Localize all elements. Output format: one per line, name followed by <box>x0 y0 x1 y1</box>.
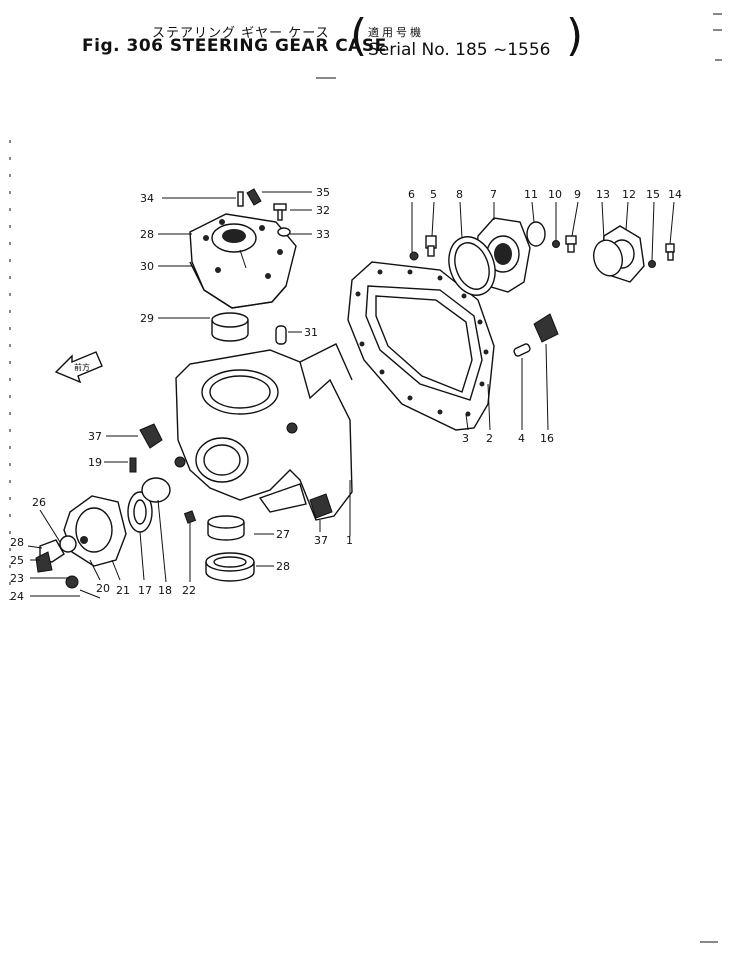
washer-26 <box>59 535 77 553</box>
callout-labels: 34 35 32 33 28 30 29 31 37 19 27 28 37 1… <box>10 186 682 603</box>
steering-gear-case-body <box>174 343 353 521</box>
callout-16: 16 <box>540 432 554 445</box>
callout-36: 35 <box>316 186 330 199</box>
callout-29: 28 <box>140 228 154 241</box>
callout-7: 7 <box>490 188 497 201</box>
nut-25-28 <box>35 539 65 573</box>
washer-15 <box>648 260 656 268</box>
direction-label: 前方 <box>74 362 90 372</box>
callout-24: 24 <box>10 590 24 603</box>
gasket-18 <box>141 477 171 503</box>
washer-6 <box>409 251 419 261</box>
callout-35: 34 <box>140 192 154 205</box>
callout-3: 3 <box>462 432 469 445</box>
bolt-33 <box>273 203 287 221</box>
bushing-28 <box>205 552 255 582</box>
callout-19: 19 <box>88 456 102 469</box>
callout-33: 32 <box>316 204 330 217</box>
callout-13: 13 <box>596 188 610 201</box>
washer-20 <box>65 575 79 589</box>
bolt-22 <box>183 510 197 524</box>
callout-37-left: 37 <box>88 430 102 443</box>
callout-11: 11 <box>524 188 538 201</box>
washer-10 <box>552 240 560 248</box>
gasket-8 <box>448 236 496 296</box>
serial-paren-open: ( <box>350 10 368 61</box>
callout-37-right: 37 <box>314 534 328 547</box>
serial-japanese: 適用号機 <box>368 26 424 39</box>
callout-1: 1 <box>346 534 353 547</box>
callout-31: 30 <box>140 260 154 273</box>
leader-lines <box>27 191 675 597</box>
callout-5: 5 <box>430 188 437 201</box>
callout-18: 18 <box>158 584 172 597</box>
callout-26: 26 <box>32 496 46 509</box>
callout-4: 4 <box>518 432 525 445</box>
bolt-14 <box>665 243 675 261</box>
callout-6: 6 <box>408 188 415 201</box>
plug-19 <box>129 457 137 473</box>
callout-10: 10 <box>548 188 562 201</box>
callout-27: 27 <box>276 528 290 541</box>
callout-23: 23 <box>10 572 24 585</box>
callout-22: 22 <box>182 584 196 597</box>
pin-35 <box>237 191 244 207</box>
pin-4 <box>513 343 531 357</box>
serial-paren-close: ) <box>566 10 584 61</box>
bolt-9 <box>565 235 577 253</box>
plug-37-right <box>309 493 333 519</box>
callout-32: 31 <box>304 326 318 339</box>
upper-cover <box>189 213 297 309</box>
seal-11 <box>526 221 546 247</box>
callout-34: 33 <box>316 228 330 241</box>
diagram-header: ステアリング ギヤー ケース Fig. 306 STEERING GEAR CA… <box>0 0 744 80</box>
title-japanese: ステアリング ギヤー ケース <box>152 26 330 41</box>
callout-17: 17 <box>138 584 152 597</box>
bleeder-36 <box>246 188 262 206</box>
callout-14: 14 <box>668 188 682 201</box>
cover-21 <box>63 495 127 567</box>
side-cover-3 <box>347 261 495 431</box>
serial-number: Serial No. 185 ~1556 <box>368 40 551 60</box>
direction-arrow: 前方 <box>54 351 103 384</box>
callout-25: 25 <box>10 554 24 567</box>
callout-20: 20 <box>96 582 110 595</box>
bushing-27 <box>207 515 245 541</box>
callout-9: 9 <box>574 188 581 201</box>
callout-12: 12 <box>622 188 636 201</box>
callout-28-right: 28 <box>276 560 290 573</box>
bolt-24 <box>79 589 101 599</box>
callout-2: 2 <box>486 432 493 445</box>
plug-37-left <box>139 423 163 449</box>
gasket-13 <box>592 239 624 277</box>
bolt-5 <box>425 235 437 257</box>
callout-8: 8 <box>456 188 463 201</box>
callout-21: 21 <box>116 584 130 597</box>
breather-16 <box>533 313 559 343</box>
figure-title: Fig. 306 STEERING GEAR CASE <box>82 36 387 56</box>
washer-34 <box>277 227 291 237</box>
bushing-30 <box>211 312 249 342</box>
callout-30: 29 <box>140 312 154 325</box>
callout-15: 15 <box>646 188 660 201</box>
callout-28-left: 28 <box>10 536 24 549</box>
pin-32 <box>275 325 287 345</box>
